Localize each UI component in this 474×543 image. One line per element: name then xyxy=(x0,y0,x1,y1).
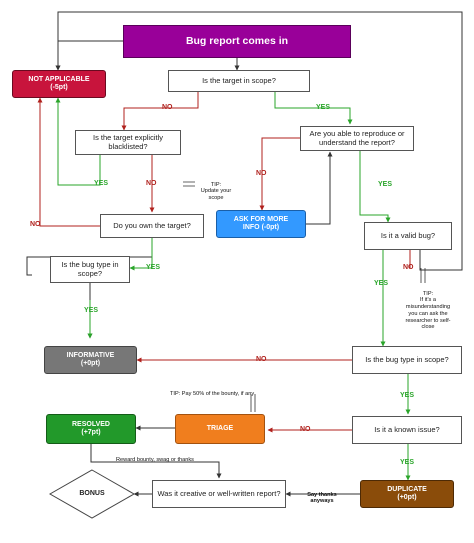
edge-q4-yes xyxy=(129,238,153,271)
question-reproduce: Are you able to reproduce or understand … xyxy=(300,126,414,151)
label-yes-q8: YES xyxy=(400,459,415,466)
outcome-informative: INFORMATIVE (+0pt) xyxy=(44,346,137,374)
label-no-q7: NO xyxy=(256,356,267,363)
edge-resolved-reward xyxy=(90,444,222,479)
question-known-issue: Is it a known issue? xyxy=(352,416,462,444)
edge-q5-loopback xyxy=(55,11,463,271)
bonus-diamond xyxy=(48,469,136,519)
label-no-q4: NO xyxy=(30,221,41,228)
question-own-target: Do you own the target? xyxy=(100,214,204,238)
label-yes-q1: YES xyxy=(316,104,331,111)
question-bug-type-scope-left: Is the bug type in scope? xyxy=(50,256,130,283)
label-no-q1: NO xyxy=(162,104,173,111)
title-text: Bug report comes in xyxy=(185,35,289,48)
label-no-q8: NO xyxy=(300,426,311,433)
outcome-duplicate: DUPLICATE (+0pt) xyxy=(360,480,454,508)
label-yes-q5: YES xyxy=(374,280,389,287)
label-yes-q3: YES xyxy=(378,181,393,188)
outcome-bonus: BONUS xyxy=(79,489,105,497)
question-bug-type-scope-right: Is the bug type in scope? xyxy=(352,346,462,374)
tip-bracket-scope xyxy=(183,181,195,187)
edge-q3-yes xyxy=(359,150,391,223)
edge-ask-q3 xyxy=(306,151,333,225)
outcome-not-applicable: NOT APPLICABLE (-5pt) xyxy=(12,70,106,98)
outcome-resolved: RESOLVED (+7pt) xyxy=(46,414,136,444)
question-valid-bug: Is it a valid bug? xyxy=(364,222,452,250)
question-target-in-scope: Is the target in scope? xyxy=(168,70,310,92)
edge-q3-no xyxy=(259,137,300,211)
label-yes-q2: YES xyxy=(94,180,109,187)
tip-pay-bounty: TIP: Pay 50% of the bounty, if any xyxy=(170,391,255,397)
edge-q1-no xyxy=(121,92,199,131)
tip-misunderstanding: TIP: If it's a misunderstanding you can … xyxy=(405,290,451,331)
edge-q4-no xyxy=(37,97,100,227)
outcome-triage: TRIAGE xyxy=(175,414,265,444)
label-yes-q6: YES xyxy=(84,307,99,314)
label-yes-q7: YES xyxy=(400,392,415,399)
edge-q1-yes xyxy=(274,92,353,125)
note-say-thanks: Say thanks anyways xyxy=(307,491,337,505)
title-box: Bug report comes in xyxy=(123,25,351,58)
label-no-q5: NO xyxy=(403,264,414,271)
tip-update-scope: TIP: Update your scope xyxy=(200,181,232,202)
question-target-blacklisted: Is the target explicitly blacklisted? xyxy=(75,130,181,155)
note-reward: Reward bounty, swag or thanks xyxy=(116,457,194,463)
tip-bracket-bounty xyxy=(250,394,256,412)
label-no-q2: NO xyxy=(146,180,157,187)
edge-q2-yes xyxy=(55,97,101,186)
label-yes-q4: YES xyxy=(146,264,161,271)
edge-title-notapplicable xyxy=(55,40,123,71)
outcome-ask-more-info: ASK FOR MORE INFO (-0pt) xyxy=(216,210,306,238)
question-creative-report: Was it creative or well-written report? xyxy=(152,480,286,508)
tip-bracket-misunderstanding xyxy=(420,268,426,283)
label-no-q3: NO xyxy=(256,170,267,177)
